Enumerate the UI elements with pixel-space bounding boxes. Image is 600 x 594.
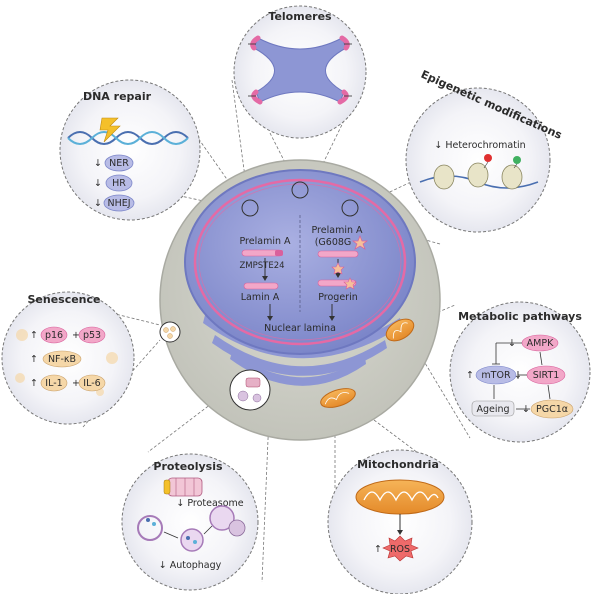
nhej-label: NHEJ bbox=[107, 198, 130, 209]
mitochondria-panel: Mitochondria ↑ ROS bbox=[327, 449, 473, 594]
chromosome-icon bbox=[248, 35, 352, 105]
pgc1a-label: PGC1α bbox=[536, 404, 568, 415]
mitochondria-title: Mitochondria bbox=[357, 458, 439, 471]
large-mitochondrion-icon bbox=[355, 479, 445, 515]
metabolic-title: Metabolic pathways bbox=[458, 310, 582, 323]
ros-up-label: ↑ bbox=[374, 544, 382, 555]
g608g-label: (G608G bbox=[315, 237, 352, 248]
svg-text:↓: ↓ bbox=[94, 158, 102, 169]
svg-text:↑: ↑ bbox=[30, 378, 38, 389]
nuclear-lamina-label: Nuclear lamina bbox=[264, 323, 336, 334]
prelamin-right-label: Prelamin A bbox=[312, 225, 363, 236]
svg-text:↑: ↑ bbox=[466, 370, 474, 381]
il6-label: IL-6 bbox=[83, 378, 100, 389]
svg-text:↓: ↓ bbox=[94, 198, 102, 209]
pathway-arrows bbox=[492, 342, 551, 410]
ner-label: NER bbox=[109, 158, 129, 169]
mitochondrion-icon-2 bbox=[320, 388, 356, 408]
telomeres-panel: Telomeres bbox=[233, 5, 367, 139]
svg-text:+: + bbox=[72, 378, 80, 389]
mitochondrion-icon bbox=[385, 318, 415, 342]
hr-label: HR bbox=[112, 178, 126, 189]
cell: Prelamin A ZMPSTE24 Lamin A Prelamin A (… bbox=[159, 159, 441, 441]
svg-text:↓: ↓ bbox=[508, 338, 516, 349]
nfkb-label: NF-κB bbox=[48, 354, 76, 365]
progerin-label: Progerin bbox=[318, 292, 358, 303]
mutation-star-icon bbox=[351, 235, 369, 250]
proteolysis-panel: Proteolysis ↓ Proteasome ↓ Autophagy bbox=[121, 453, 259, 591]
prelamin-left-label: Prelamin A bbox=[240, 236, 291, 247]
lamin-bar bbox=[243, 282, 279, 290]
svg-text:↑: ↑ bbox=[30, 354, 38, 365]
nucleosome-icon bbox=[419, 154, 539, 190]
proteasome-label: ↓ Proteasome bbox=[176, 498, 243, 509]
metabolic-panel: Metabolic pathways ↓ AMPK ↑ mTOR ↓ SIRT1… bbox=[449, 301, 591, 443]
zmpste24-label: ZMPSTE24 bbox=[239, 261, 284, 271]
lamin-a-label: Lamin A bbox=[241, 292, 280, 303]
telomeres-title: Telomeres bbox=[268, 10, 332, 23]
senescence-panel: Senescence ↑ p16 + p53 ↑ NF-κB ↑ IL-1 + … bbox=[1, 291, 135, 425]
ampk-label: AMPK bbox=[527, 338, 554, 349]
mtor-label: mTOR bbox=[481, 370, 511, 381]
autophagy-icon bbox=[137, 505, 246, 552]
nucleus bbox=[184, 169, 416, 355]
svg-text:+: + bbox=[72, 330, 80, 341]
epigenetic-panel: Epigenetic modifications ↓ Heterochromat… bbox=[405, 68, 564, 233]
p16-label: p16 bbox=[45, 330, 63, 341]
senescence-marker-icon bbox=[159, 321, 181, 343]
proteolysis-marker-icon bbox=[229, 369, 271, 411]
svg-text:↓: ↓ bbox=[522, 404, 530, 415]
proteasome-icon bbox=[163, 477, 203, 497]
lightning-icon bbox=[99, 117, 121, 143]
svg-text:↓: ↓ bbox=[94, 178, 102, 189]
mutation-star-small-icon bbox=[331, 262, 345, 275]
dna-helix-icon bbox=[67, 131, 189, 145]
proteolysis-title: Proteolysis bbox=[153, 460, 223, 473]
dna-repair-title: DNA repair bbox=[83, 90, 152, 103]
senescence-title: Senescence bbox=[27, 293, 100, 306]
ros-burst-icon bbox=[382, 535, 419, 562]
nuclear-lamina-ring bbox=[193, 178, 407, 346]
svg-text:↑: ↑ bbox=[30, 330, 38, 341]
il1-label: IL-1 bbox=[45, 378, 62, 389]
heterochromatin-label: ↓ Heterochromatin bbox=[434, 140, 525, 151]
dna-repair-panel: DNA repair ↓ ↓ ↓ NER HR NHEJ bbox=[59, 79, 201, 221]
ageing-label: Ageing bbox=[476, 404, 509, 415]
ros-label: ROS bbox=[390, 544, 410, 555]
autophagy-label: ↓ Autophagy bbox=[159, 560, 222, 571]
p53-label: p53 bbox=[83, 330, 101, 341]
sirt1-label: SIRT1 bbox=[533, 370, 560, 381]
